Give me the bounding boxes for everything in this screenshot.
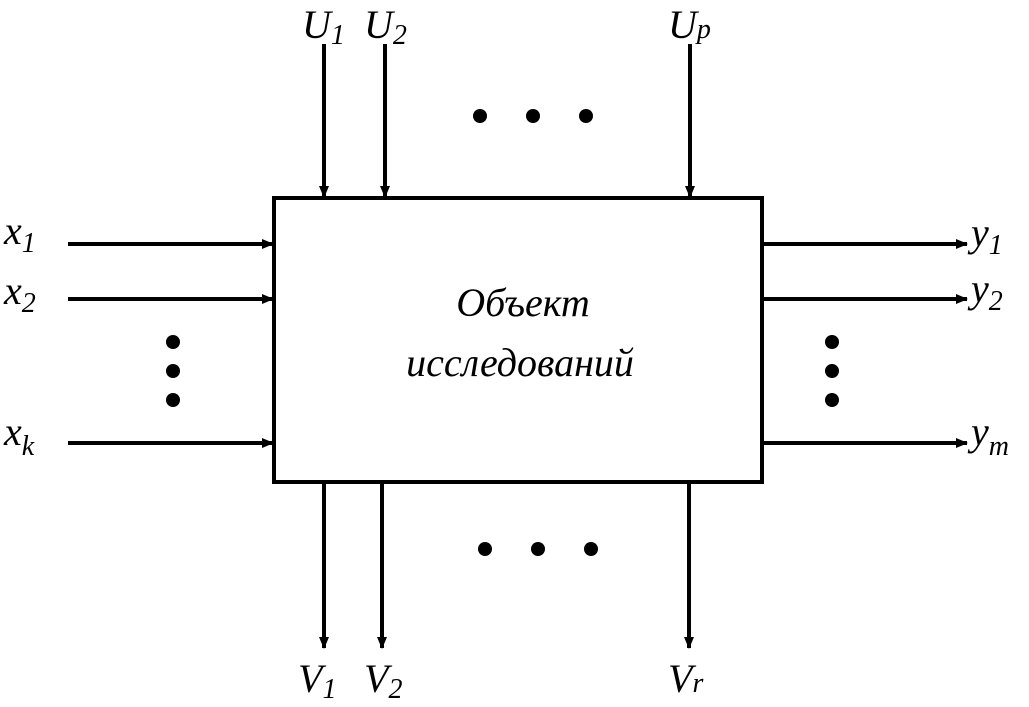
- right-ellipsis: [825, 335, 839, 407]
- output-label-y2: y2: [967, 266, 1003, 317]
- object-box: [272, 196, 764, 484]
- object-label-line1: Объект: [456, 280, 590, 325]
- object-label-line2: исследований: [406, 340, 634, 385]
- left-ellipsis: [166, 335, 180, 407]
- control-label-u2: U2: [364, 2, 407, 51]
- control-label-u1: U1: [302, 2, 345, 51]
- output-label-y1: y1: [967, 210, 1003, 261]
- input-label-x1: x1: [3, 208, 36, 259]
- output-label-ym: ym: [967, 409, 1009, 462]
- disturbance-label-v1: V1: [298, 656, 336, 705]
- bottom-ellipsis: [478, 542, 598, 556]
- top-ellipsis: [473, 109, 593, 123]
- input-label-x2: x2: [3, 268, 36, 319]
- disturbance-label-vr: Vr: [668, 656, 703, 701]
- disturbance-label-v2: V2: [364, 656, 402, 705]
- control-label-up: Up: [668, 2, 711, 47]
- input-label-xk: xk: [3, 409, 35, 462]
